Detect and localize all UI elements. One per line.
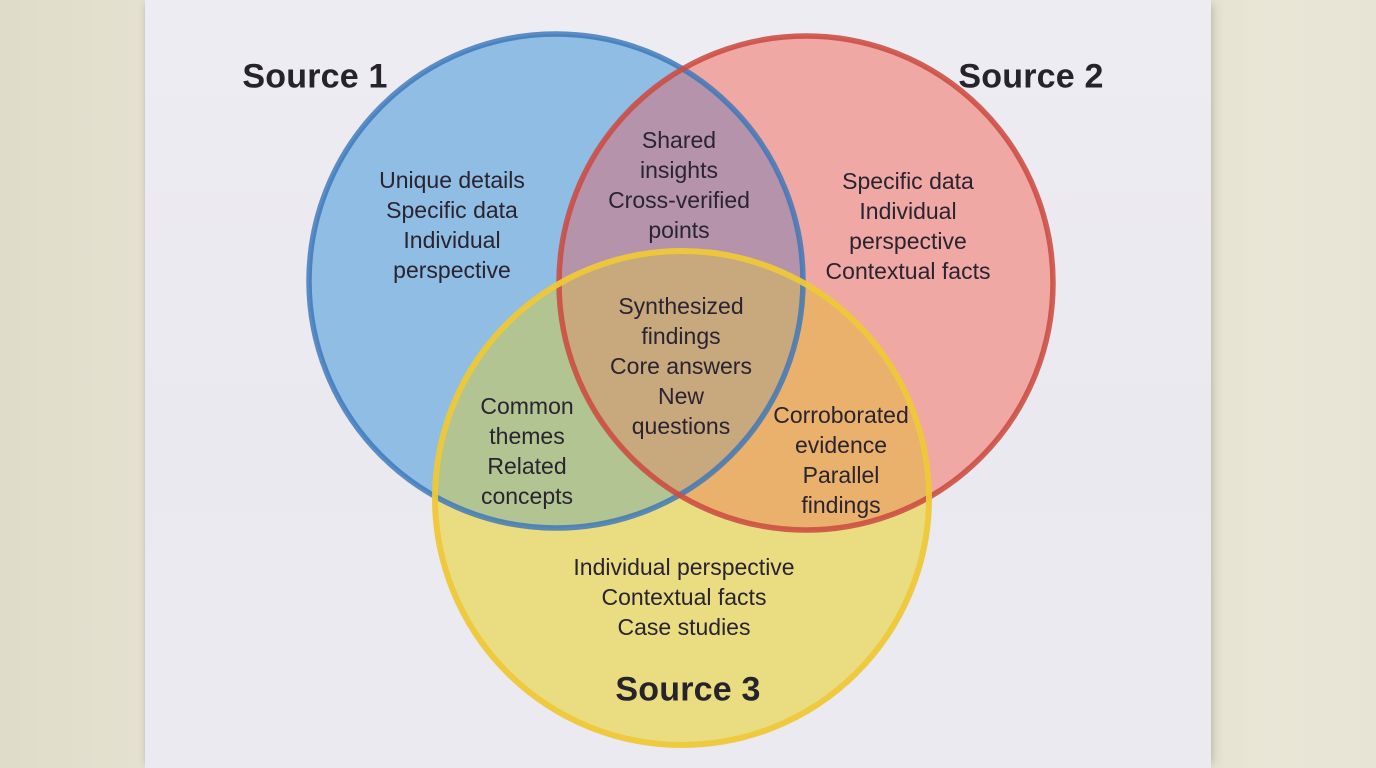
source2-title: Source 2 (958, 57, 1104, 96)
source3-circle-outline (432, 248, 932, 748)
source1-title: Source 1 (242, 57, 388, 96)
source3-title: Source 3 (615, 670, 761, 709)
